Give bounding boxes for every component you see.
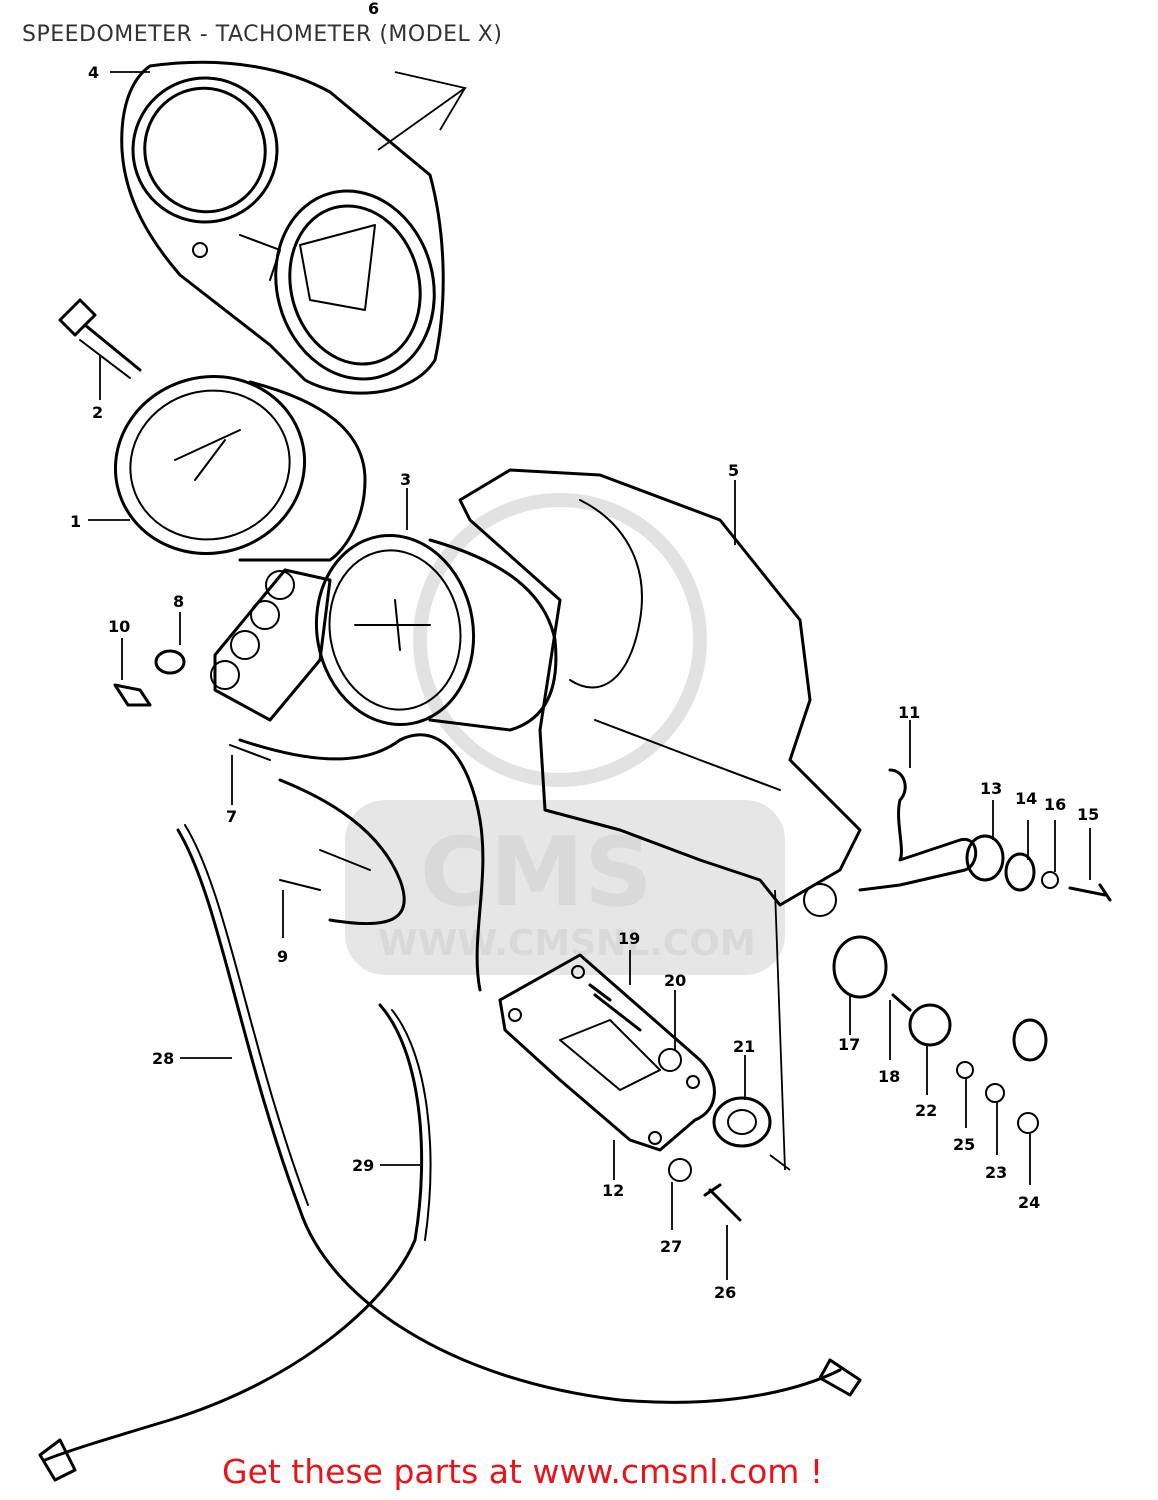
part-label-2: 2 xyxy=(92,403,103,422)
watermark-brand: CMS xyxy=(420,818,653,928)
watermark-url: WWW.CMSNL.COM xyxy=(378,923,756,964)
cms-watermark: CMS WWW.CMSNL.COM xyxy=(345,493,785,975)
wiring-harness xyxy=(229,733,485,992)
leader-lines xyxy=(88,71,1091,1280)
part-label-29: 29 xyxy=(352,1156,374,1175)
part-label-20: 20 xyxy=(664,971,686,990)
part-label-15: 15 xyxy=(1077,805,1099,824)
part-label-7: 7 xyxy=(226,807,237,826)
diagram-title: SPEEDOMETER - TACHOMETER (MODEL X) xyxy=(22,22,503,47)
mounting-plate-part xyxy=(498,953,716,1152)
part-label-16: 16 xyxy=(1044,795,1066,814)
part-label-23: 23 xyxy=(985,1163,1007,1182)
part-label-11: 11 xyxy=(898,703,920,722)
bracket-arm-part xyxy=(858,768,978,892)
bulb-parts xyxy=(113,649,186,707)
meter-housing-part xyxy=(120,60,445,395)
part-label-5: 5 xyxy=(728,461,739,480)
part-label-26: 26 xyxy=(714,1283,736,1302)
part-label-8: 8 xyxy=(173,592,184,611)
part-label-6: 6 xyxy=(368,0,379,18)
part-label-21: 21 xyxy=(733,1037,755,1056)
part-label-19: 19 xyxy=(618,929,640,948)
part-label-18: 18 xyxy=(878,1067,900,1086)
part-label-17: 17 xyxy=(838,1035,860,1054)
part-label-4: 4 xyxy=(88,63,99,82)
part-label-24: 24 xyxy=(1018,1193,1040,1212)
small-hardware-parts xyxy=(588,834,1112,1222)
part-label-14: 14 xyxy=(1015,789,1037,808)
indicator-lamp-block xyxy=(210,568,332,722)
speedometer-part xyxy=(314,533,558,732)
meter-cables xyxy=(38,824,862,1482)
part-label-3: 3 xyxy=(400,470,411,489)
part-label-1: 1 xyxy=(70,512,81,531)
tachometer-part xyxy=(113,375,367,562)
part-number-labels: 1 2 3 4 5 6 7 8 9 10 11 12 13 14 15 16 1… xyxy=(70,0,1099,1302)
part-label-28: 28 xyxy=(152,1049,174,1068)
part-label-22: 22 xyxy=(915,1101,937,1120)
part-label-9: 9 xyxy=(277,947,288,966)
part-label-27: 27 xyxy=(660,1237,682,1256)
part-label-25: 25 xyxy=(953,1135,975,1154)
drive-gear-part xyxy=(58,298,142,379)
part-label-12: 12 xyxy=(602,1181,624,1200)
part-label-13: 13 xyxy=(980,779,1002,798)
footer-cta-link[interactable]: Get these parts at www.cmsnl.com ! xyxy=(222,1452,824,1491)
meter-cover-part xyxy=(458,468,862,917)
part-label-10: 10 xyxy=(108,617,130,636)
